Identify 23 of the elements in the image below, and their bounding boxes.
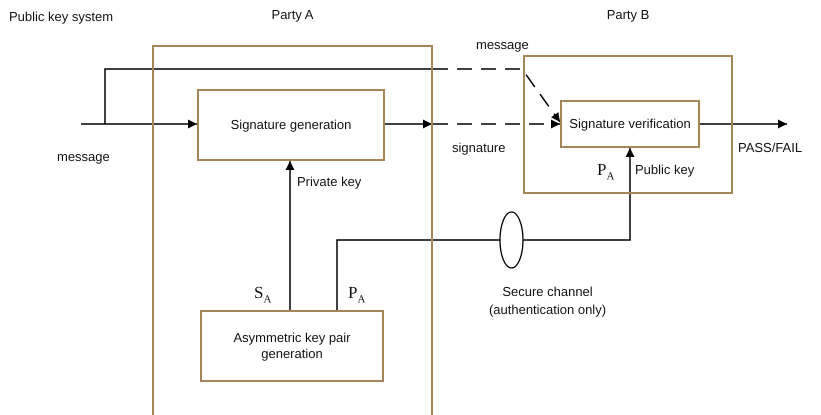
- arrow: [104, 68, 561, 124]
- arrow: [286, 161, 294, 310]
- arrow: [700, 120, 787, 128]
- process-box: [200, 310, 384, 382]
- arrow: [523, 148, 634, 241]
- process-box: [560, 100, 700, 148]
- arrow: [81, 120, 197, 128]
- system-title: Public key system: [9, 10, 114, 24]
- key-symbol: S$_{A}$: [254, 284, 272, 306]
- box-text: Signature verification: [568, 116, 692, 132]
- edge-label: Private key: [297, 175, 362, 190]
- key-symbol: P$_{A}$: [597, 161, 614, 182]
- edge-label: signature: [452, 141, 506, 156]
- arrow: [385, 120, 560, 128]
- channel-ellipse: [499, 211, 524, 269]
- edge-label: PASS/FAIL: [738, 141, 802, 156]
- box-text: Asymmetric key pair generation: [232, 330, 352, 362]
- process-box: [197, 89, 385, 161]
- party-heading: Party A: [270, 7, 314, 22]
- box-text: Signature generation: [230, 116, 352, 134]
- party-heading: Party B: [606, 7, 650, 22]
- edge-label: Public key: [635, 163, 694, 178]
- key-symbol: P$_{A}$: [348, 284, 366, 306]
